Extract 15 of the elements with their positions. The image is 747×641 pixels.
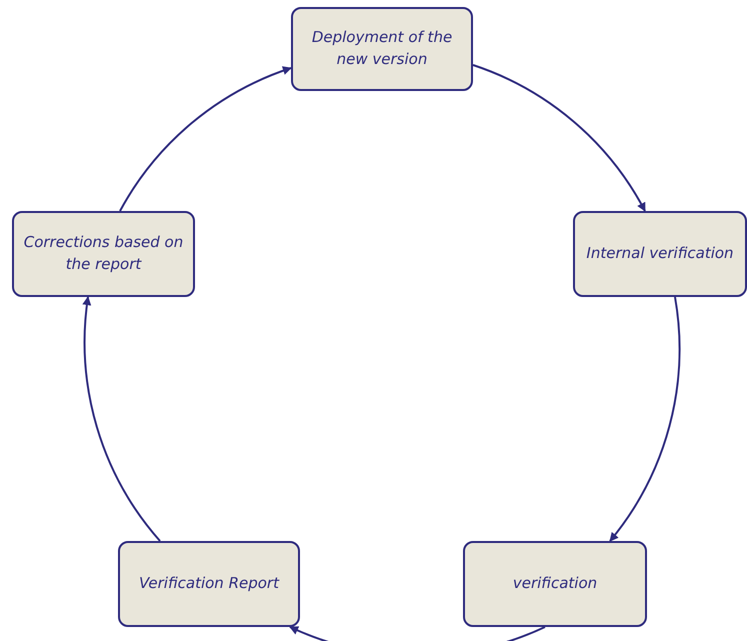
process-box <box>573 211 747 297</box>
process-box <box>118 541 300 627</box>
arrow <box>609 296 680 542</box>
arrow <box>119 66 292 212</box>
step-label: Internal verification <box>585 243 735 264</box>
arrow <box>472 64 646 212</box>
step-label: Verification Report <box>138 573 280 594</box>
process-box <box>12 211 195 297</box>
step-label: Deployment of the new version <box>310 27 454 70</box>
process-box <box>463 541 647 627</box>
arrow <box>82 296 161 542</box>
step-label: verification <box>512 573 598 594</box>
arrow <box>289 626 546 641</box>
step-label: Corrections based on the report <box>22 232 184 275</box>
process-box <box>291 7 473 91</box>
